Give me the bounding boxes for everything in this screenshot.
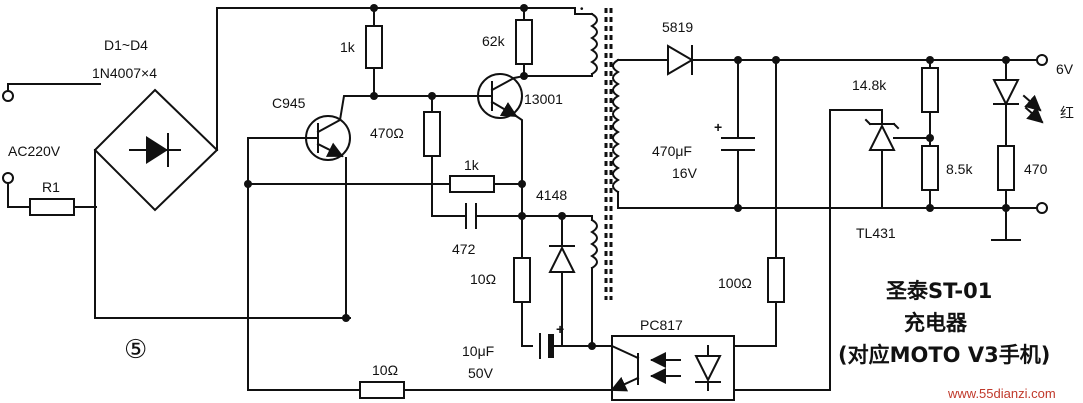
resistor-8-5k: 8.5k bbox=[921, 145, 973, 209]
r-470-label: 470Ω bbox=[370, 125, 404, 141]
diode-4148: 4148 bbox=[536, 187, 576, 347]
ac-input-label: AC220V bbox=[8, 143, 61, 159]
resistor-10-ohm-b: 10Ω bbox=[247, 362, 613, 399]
r-85k-label: 8.5k bbox=[946, 161, 973, 177]
regulator-tl431: TL431 bbox=[856, 109, 931, 241]
c-out-voltage: 16V bbox=[672, 165, 698, 181]
output-terminal-negative bbox=[1036, 202, 1048, 214]
r-led-label: 470 bbox=[1024, 161, 1048, 177]
r-1k-mid-label: 1k bbox=[464, 157, 480, 173]
r-100-label: 100Ω bbox=[718, 275, 752, 291]
title-line1: 圣泰ST-01 bbox=[886, 279, 992, 303]
led-red: 红 bbox=[992, 59, 1074, 147]
bridge-rectifier: D1~D4 1N4007×4 bbox=[92, 7, 576, 319]
r1-label: R1 bbox=[42, 179, 60, 195]
ac-terminal-top bbox=[2, 90, 14, 102]
watermark: www.55dianzi.com bbox=[947, 386, 1056, 401]
r-1k-top-label: 1k bbox=[340, 39, 356, 55]
output-terminal-positive bbox=[1036, 54, 1048, 66]
d-4148-label: 4148 bbox=[536, 187, 567, 203]
c-out-value: 470μF bbox=[652, 143, 692, 159]
bridge-part-label: 1N4007×4 bbox=[92, 65, 157, 81]
transformer-core bbox=[604, 8, 613, 300]
feedback-winding bbox=[590, 218, 598, 270]
primary-winding bbox=[590, 12, 598, 76]
capacitor-472: 472 bbox=[452, 203, 593, 257]
resistor-10-ohm-a: 10Ω bbox=[470, 257, 533, 347]
r-62k-label: 62k bbox=[482, 33, 506, 49]
bridge-range-label: D1~D4 bbox=[104, 37, 148, 53]
r-10b-label: 10Ω bbox=[372, 362, 398, 378]
opto-label: PC817 bbox=[640, 317, 683, 333]
transistor-13001: 13001 bbox=[477, 73, 563, 119]
d-5819-label: 5819 bbox=[662, 19, 693, 35]
transistor-c945: C945 bbox=[247, 95, 375, 391]
resistor-470-led: 470 bbox=[991, 145, 1048, 241]
capacitor-10uf: + 10μF 50V bbox=[462, 321, 601, 381]
svg-text:•: • bbox=[580, 4, 584, 15]
reg-label: TL431 bbox=[856, 225, 896, 241]
optocoupler-pc817: PC817 bbox=[599, 317, 735, 401]
svg-text:+: + bbox=[714, 119, 722, 135]
q2-label: 13001 bbox=[524, 91, 563, 107]
title-line2: 充电器 bbox=[904, 311, 968, 335]
resistor-1k-mid: 1k bbox=[247, 157, 523, 193]
ac-terminal-bottom bbox=[2, 172, 14, 184]
output-voltage-label: 6V bbox=[1056, 61, 1074, 77]
q1-label: C945 bbox=[272, 95, 306, 111]
diode-5819: 5819 bbox=[662, 19, 1037, 76]
svg-text:+: + bbox=[556, 321, 564, 337]
resistor-100-ohm: 100Ω bbox=[718, 59, 785, 303]
c-472-label: 472 bbox=[452, 241, 476, 257]
r-148k-label: 14.8k bbox=[852, 77, 887, 93]
c-10u-value: 10μF bbox=[462, 343, 494, 359]
resistor-14-8k: 14.8k bbox=[852, 59, 939, 147]
resistor-1k-top: 1k bbox=[340, 7, 383, 97]
figure-number: ⑤ bbox=[124, 334, 147, 364]
circuit-title: 圣泰ST-01 充电器 (对应MOTO V3手机) bbox=[838, 279, 1050, 367]
capacitor-470uf: + 470μF 16V bbox=[652, 59, 755, 209]
r-10a-label: 10Ω bbox=[470, 271, 496, 287]
resistor-470-ohm: 470Ω bbox=[370, 95, 467, 217]
resistor-62k: 62k bbox=[482, 7, 533, 77]
resistor-r1: R1 bbox=[29, 179, 97, 216]
led-color-label: 红 bbox=[1060, 105, 1074, 121]
ac-input: AC220V bbox=[2, 83, 101, 208]
secondary-winding bbox=[612, 58, 620, 194]
title-line3: (对应MOTO V3手机) bbox=[838, 343, 1050, 367]
c-10u-voltage: 50V bbox=[468, 365, 494, 381]
